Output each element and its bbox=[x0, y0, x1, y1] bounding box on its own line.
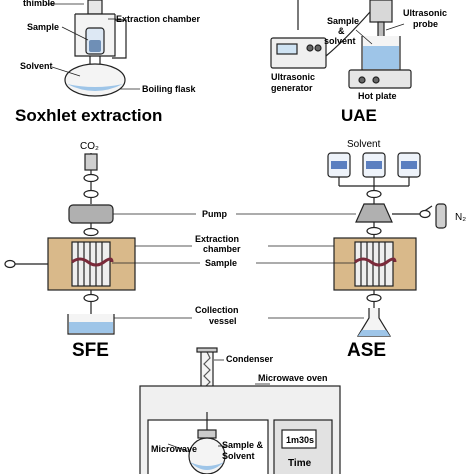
soxhlet-boiling-flask bbox=[65, 64, 125, 96]
ase-n2-cylinder bbox=[436, 204, 446, 228]
sfe-apparatus bbox=[5, 153, 135, 334]
mae-microwave-oven-label: Microwave oven bbox=[258, 373, 328, 383]
collection-vessel-label-2: vessel bbox=[209, 316, 237, 326]
ase-solvent-label: Solvent bbox=[347, 139, 381, 150]
ase-pump bbox=[356, 204, 392, 222]
sfe-valve-3 bbox=[84, 229, 98, 236]
sfe-title: SFE bbox=[72, 340, 109, 361]
mae-sample-solvent-label-2: Solvent bbox=[222, 451, 255, 461]
uae-solvent bbox=[363, 46, 399, 69]
soxhlet-extraction-chamber-label: Extraction chamber bbox=[116, 14, 201, 24]
uae-ultrasonic-generator-label-2: generator bbox=[271, 83, 313, 93]
uae-probe-housing bbox=[370, 0, 392, 22]
uae-ultrasonic-generator-label-1: Ultrasonic bbox=[271, 72, 315, 82]
uae-ultrasonic-probe-label-2: probe bbox=[413, 19, 438, 29]
soxhlet-condenser bbox=[88, 0, 102, 14]
sfe-valve-1 bbox=[84, 175, 98, 182]
soxhlet-sample-label: Sample bbox=[27, 22, 59, 32]
soxhlet-boiling-flask-label: Boiling flask bbox=[142, 84, 197, 94]
mae-time-label: Time bbox=[288, 458, 312, 469]
ase-apparatus bbox=[328, 153, 446, 336]
sample-label: Sample bbox=[205, 258, 237, 268]
uae-hot-plate bbox=[349, 70, 411, 88]
uae-ultrasonic-probe-label-1: Ultrasonic bbox=[403, 8, 447, 18]
uae-title: UAE bbox=[341, 106, 377, 125]
uae-hot-plate-label: Hot plate bbox=[358, 91, 397, 101]
soxhlet-solvent-label: Solvent bbox=[20, 61, 53, 71]
extraction-chamber-label-2: chamber bbox=[203, 244, 241, 254]
ase-valve-3 bbox=[367, 295, 381, 302]
sfe-co2-cylinder bbox=[85, 154, 97, 170]
uae-sample-solvent-label-3: solvent bbox=[324, 36, 356, 46]
sfe-valve-4 bbox=[84, 295, 98, 302]
uae-sample-solvent-label-2: & bbox=[338, 26, 345, 36]
mae-condenser-label: Condenser bbox=[226, 354, 274, 364]
sfe-pump bbox=[69, 205, 113, 223]
ase-n2-label: N₂ bbox=[455, 212, 466, 223]
extraction-chamber-label-1: Extraction bbox=[195, 234, 239, 244]
soxhlet-title: Soxhlet extraction bbox=[15, 106, 162, 125]
ase-valve-1 bbox=[367, 191, 381, 198]
shared-connector-lines bbox=[112, 214, 364, 318]
mae-timer-display-text: 1m30s bbox=[286, 435, 314, 445]
soxhlet-sample bbox=[89, 40, 101, 52]
sfe-co2-label: CO₂ bbox=[80, 141, 99, 152]
sfe-valve-2 bbox=[84, 191, 98, 198]
pump-label: Pump bbox=[202, 209, 228, 219]
soxhlet-thimble-label: thimble bbox=[23, 0, 55, 8]
uae-sample-solvent-label-1: Sample bbox=[327, 16, 359, 26]
mae-sample-solvent-label-1: Sample & bbox=[222, 440, 264, 450]
collection-vessel-label-1: Collection bbox=[195, 305, 239, 315]
ase-valve-2 bbox=[367, 228, 381, 235]
ase-title: ASE bbox=[347, 340, 386, 361]
mae-microwave-label: Microwave bbox=[151, 444, 197, 454]
